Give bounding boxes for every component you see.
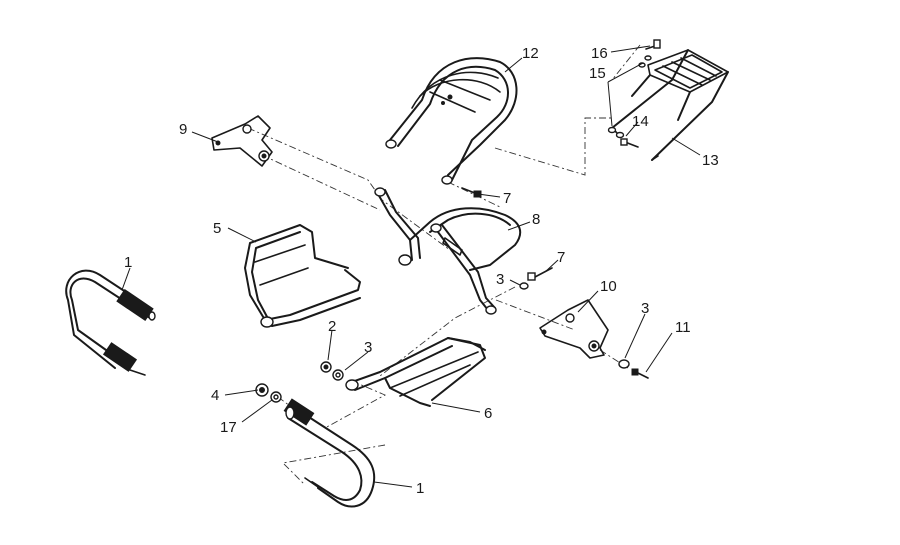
crash-bar-part-1-lower [283,398,376,508]
callout-10: 10 [600,278,617,295]
callout-7-lower: 7 [557,249,565,266]
leader-lines [121,45,701,488]
callout-15: 15 [589,65,606,82]
callout-7-upper: 7 [503,190,511,207]
crash-bar-part-1-left [65,269,156,376]
callout-3-right: 3 [641,300,649,317]
callout-12: 12 [522,45,539,62]
washer-part-17 [270,391,282,403]
bolt-part-11 [631,368,649,379]
rack-fasteners-parts-14-15-16 [607,39,661,148]
callout-6: 6 [484,405,492,422]
side-guard-part-5 [244,224,361,328]
bolt-part-7-upper [461,187,482,198]
callout-16: 16 [591,45,608,62]
luggage-rack-part-13 [611,49,729,161]
nut-part-2 [320,361,332,373]
callout-3-lower: 3 [364,339,372,356]
callout-8: 8 [532,211,540,228]
callout-11: 11 [675,319,691,336]
callout-1-upper: 1 [124,254,132,271]
bolt-part-7-lower [527,267,553,281]
washer-part-3-upper [519,282,529,290]
callout-9: 9 [179,121,187,138]
bracket-plate-part-10 [539,299,609,359]
callout-13: 13 [702,152,719,169]
washer-part-3-right [618,359,630,369]
callout-14: 14 [632,113,649,130]
callout-labels: 12 16 15 14 13 9 7 8 5 7 3 1 10 3 11 2 3… [124,45,719,497]
callout-3-upper: 3 [496,271,504,288]
callout-1-lower: 1 [416,480,424,497]
bracket-plate-part-9 [211,115,273,167]
callout-2: 2 [328,318,336,335]
lower-guard-part-6 [345,337,486,407]
assembly-lines [247,44,641,486]
rear-grab-handle-part-12 [385,57,518,185]
callout-5: 5 [213,220,221,237]
callout-4: 4 [211,387,219,404]
washer-part-3-lower [332,369,344,381]
callout-17: 17 [220,419,237,436]
carrier-frame-part-8 [374,187,522,315]
